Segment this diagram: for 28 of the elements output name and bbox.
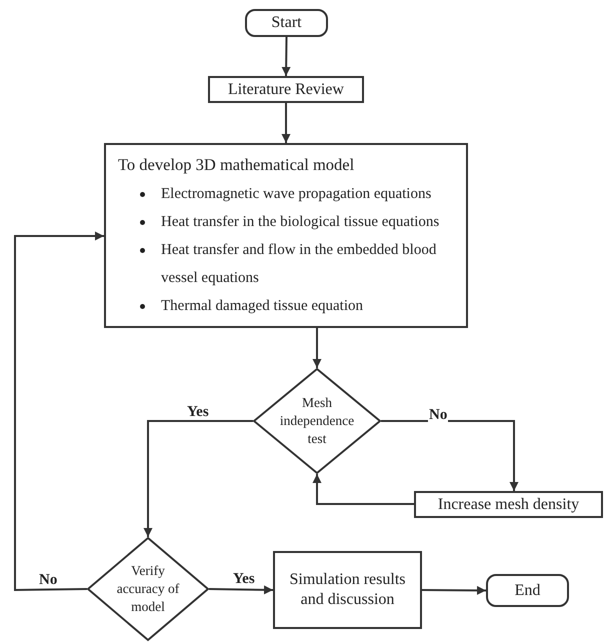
arrow — [282, 103, 290, 143]
arrow — [14, 232, 104, 592]
arrow — [312, 328, 322, 368]
bullet-item: Thermal damaged tissue equation — [161, 297, 364, 316]
bullet-item: Electromagnetic wave propagation equations — [161, 185, 432, 204]
process-box — [273, 551, 422, 629]
arrow — [381, 420, 518, 491]
edge-label: No — [428, 407, 448, 423]
bullet-item: Heat transfer and flow in the embedded blood vessel equations — [161, 241, 438, 288]
decision-text: Mesh independence test — [278, 394, 356, 448]
decision-text: Verify accuracy of model — [116, 562, 180, 616]
arrow — [312, 474, 414, 505]
arrow — [208, 585, 274, 594]
arrow — [422, 586, 486, 595]
process-box — [104, 143, 468, 328]
process-box — [208, 76, 364, 103]
arrow — [282, 36, 291, 76]
terminal-box — [245, 9, 328, 37]
box-text: Start — [271, 13, 302, 33]
box-text: End — [514, 580, 540, 600]
bullet-item: Heat transfer in the biological tissue equations — [161, 213, 440, 232]
terminal-box — [486, 574, 569, 607]
arrow — [144, 420, 253, 537]
box-heading: To develop 3D mathematical model — [118, 155, 356, 175]
box-text: Literature Review — [228, 80, 344, 100]
process-box — [414, 491, 603, 518]
box-text: Increase mesh density — [438, 494, 580, 514]
box-text: Simulation results and discussion — [288, 570, 406, 610]
